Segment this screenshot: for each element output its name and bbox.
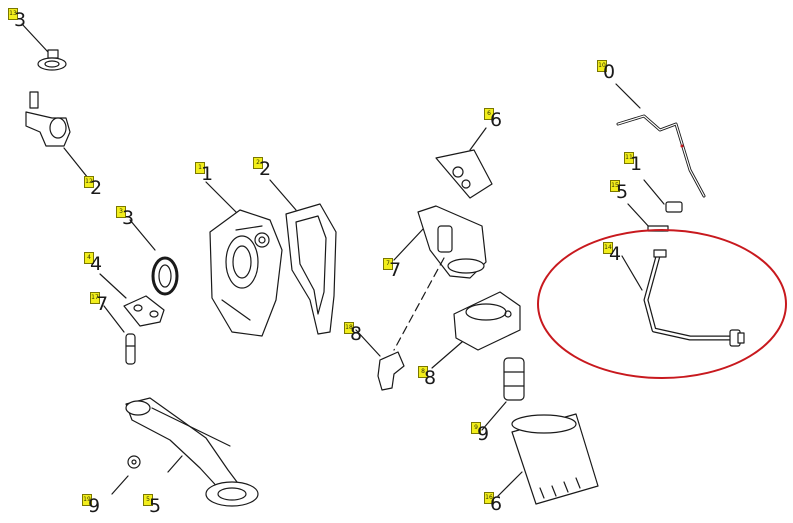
callout-tag: 19 bbox=[82, 494, 92, 506]
callout-number: 1 bbox=[201, 163, 214, 185]
callout-number: 5 bbox=[149, 495, 162, 517]
callout-tag: 4 bbox=[84, 252, 94, 264]
callout-number: 8 bbox=[424, 367, 437, 389]
part-3-oring bbox=[129, 219, 179, 296]
part-2-gasket bbox=[269, 179, 337, 335]
callout-tag: 1 bbox=[195, 162, 205, 174]
callout-number: 5 bbox=[616, 181, 629, 203]
part-5-pickup-tube bbox=[125, 397, 259, 507]
highlight-ellipse bbox=[537, 229, 787, 379]
callout-number: 4 bbox=[609, 243, 622, 265]
part-8-adapter-block bbox=[431, 291, 521, 369]
part-13-washer bbox=[21, 23, 67, 71]
callout-number: 9 bbox=[477, 423, 490, 445]
part-4-gasket bbox=[99, 273, 165, 327]
callout-tag: 7 bbox=[383, 258, 393, 270]
part-17-dowel-pin bbox=[103, 305, 136, 365]
callout-tag: 10 bbox=[597, 60, 607, 72]
callout-number: 9 bbox=[88, 495, 101, 517]
callout-number: 6 bbox=[490, 109, 503, 131]
callout-tag: 12 bbox=[84, 176, 94, 188]
callout-number: 8 bbox=[350, 323, 363, 345]
part-18-elbow-fitting bbox=[355, 329, 405, 391]
callout-number: 2 bbox=[90, 177, 103, 199]
part-6-flange-gasket bbox=[435, 127, 493, 199]
callout-tag: 8 bbox=[418, 366, 428, 378]
assembly-dash-line bbox=[393, 257, 445, 351]
callout-tag: 16 bbox=[484, 492, 494, 504]
callout-tag: 5 bbox=[143, 494, 153, 506]
part-7-filter-housing bbox=[393, 205, 487, 279]
callout-tag: 15 bbox=[610, 180, 620, 192]
callout-number: 4 bbox=[90, 253, 103, 275]
callout-tag: 3 bbox=[116, 206, 126, 218]
callout-tag: 9 bbox=[471, 422, 481, 434]
callout-number: 1 bbox=[630, 153, 643, 175]
callout-tag: 17 bbox=[90, 292, 100, 304]
callout-number: 0 bbox=[603, 61, 616, 83]
part-14-return-pipe bbox=[621, 249, 745, 347]
part-11-union bbox=[643, 179, 683, 213]
callout-number: 2 bbox=[259, 158, 272, 180]
callout-number: 3 bbox=[14, 9, 27, 31]
callout-tag: 13 bbox=[8, 8, 18, 20]
callout-tag: 18 bbox=[344, 322, 354, 334]
part-19-nut bbox=[111, 455, 141, 495]
callout-tag: 11 bbox=[624, 152, 634, 164]
callout-number: 3 bbox=[122, 207, 135, 229]
part-16-oil-filter bbox=[497, 413, 599, 505]
callout-number: 6 bbox=[490, 493, 503, 515]
part-9-stud bbox=[481, 357, 525, 431]
callout-tag: 2 bbox=[253, 157, 263, 169]
callout-tag: 14 bbox=[603, 242, 613, 254]
callout-number: 7 bbox=[96, 293, 109, 315]
part-12-bracket bbox=[25, 91, 89, 179]
callout-tag: 6 bbox=[484, 108, 494, 120]
part-10-breather-pipe bbox=[615, 83, 706, 198]
part-15-clip bbox=[627, 203, 669, 232]
part-1-oil-pump bbox=[205, 181, 283, 337]
callout-number: 7 bbox=[389, 259, 402, 281]
